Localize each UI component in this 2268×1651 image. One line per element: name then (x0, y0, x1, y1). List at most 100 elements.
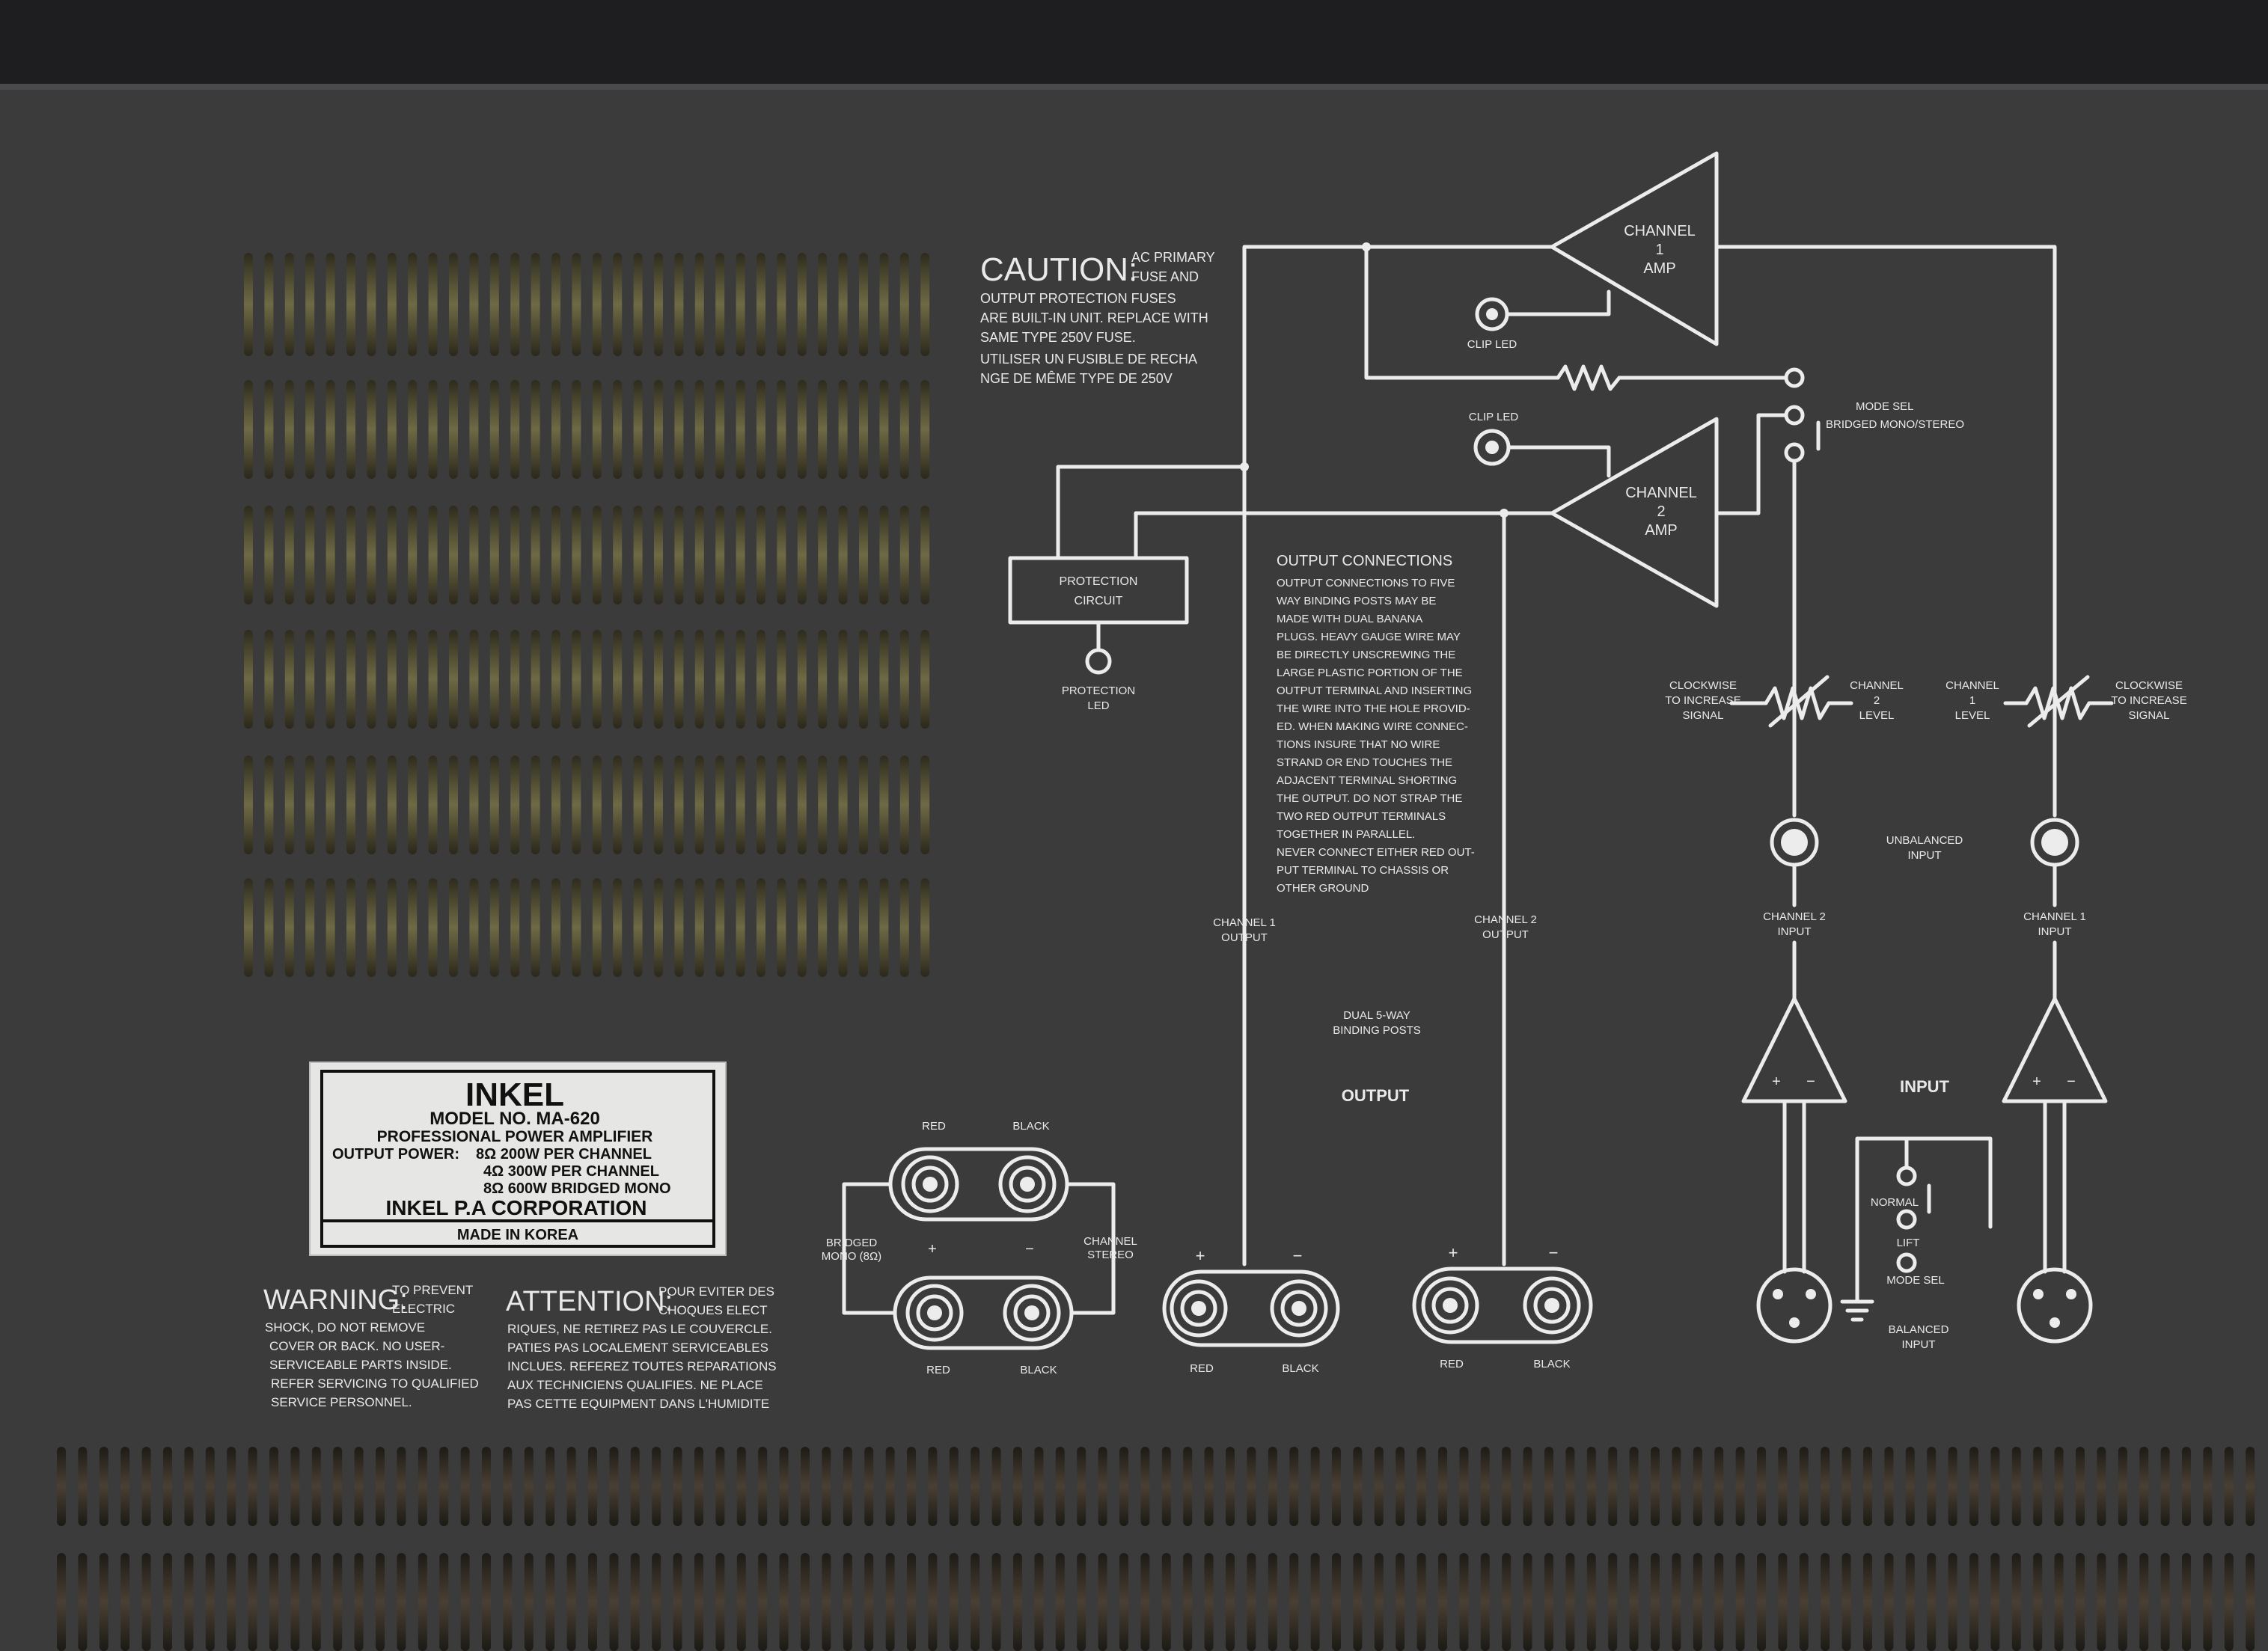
vent-slot (1672, 1447, 1681, 1526)
vent-slot (439, 1447, 449, 1526)
vent-slot (777, 253, 786, 356)
vent-slot (510, 253, 520, 356)
vent-slot (899, 756, 909, 854)
vent-slot (613, 630, 623, 729)
vent-slot (205, 1447, 215, 1526)
channel-1-amp-label-1: CHANNEL (1624, 223, 1696, 239)
vent-slot (1863, 1447, 1872, 1526)
vent-slot (264, 380, 274, 479)
vent-slot (1821, 1447, 1830, 1526)
ch1-buffer-plus: + (2032, 1073, 2041, 1090)
vent-slot (736, 1553, 746, 1651)
vent-slot (818, 756, 828, 854)
vent-slot (284, 506, 294, 604)
ground-lift-contact-1 (1896, 1209, 1917, 1230)
vent-slot (1098, 1447, 1107, 1526)
ch1-post-plus: + (1196, 1246, 1205, 1265)
vent-slot (244, 380, 253, 479)
caution-title: CAUTION: (980, 251, 1137, 288)
vent-slot (510, 756, 520, 854)
vent-slot (777, 506, 786, 604)
ch2-level-label-3: LEVEL (1859, 709, 1895, 722)
binding-post-terminal (1270, 1279, 1328, 1338)
vent-slot (264, 253, 274, 356)
output-connections-line: THE OUTPUT. DO NOT STRAP THE (1277, 792, 1462, 805)
vent-slot (1757, 1553, 1766, 1651)
protection-circuit-label-2: CIRCUIT (1075, 595, 1123, 607)
nameplate-background (309, 1062, 727, 1256)
output-connections-line: BE DIRECTLY UNSCREWING THE (1277, 649, 1455, 661)
vent-slot (346, 253, 355, 356)
vent-slot (1565, 1447, 1575, 1526)
clockwise-right-2: TO INCREASE (2111, 694, 2186, 707)
vent-slot (1544, 1447, 1553, 1526)
binding-post-terminal (1180, 1290, 1217, 1327)
attention-line-2: CHOQUES ELECT (658, 1303, 767, 1317)
vent-slot (489, 253, 499, 356)
binding-post-terminal (1523, 1276, 1581, 1335)
vent-slot (1247, 1553, 1256, 1651)
vent-slot (673, 1553, 682, 1651)
vent-slot (346, 506, 355, 604)
channel-stereo-label-1: CHANNEL (1083, 1235, 1137, 1248)
vent-slot (367, 506, 376, 604)
vent-slot (715, 1553, 725, 1651)
vent-slot (184, 1553, 194, 1651)
vent-slot (592, 253, 602, 356)
bridge-minus: − (1025, 1241, 1034, 1258)
vent-slot (1226, 1447, 1235, 1526)
vent-slot (592, 380, 602, 479)
vent-slot (879, 506, 889, 604)
vent-slot (305, 630, 315, 729)
vent-slot (449, 380, 458, 479)
vent-slot (551, 878, 560, 977)
mode-sel-label: MODE SEL (1856, 400, 1914, 413)
vent-slot (654, 878, 663, 977)
output-connections-line: ADJACENT TERMINAL SHORTING (1277, 774, 1457, 787)
binding-post-terminal (998, 1155, 1057, 1213)
vent-slot (674, 756, 684, 854)
vent-slot (797, 756, 807, 854)
vent-slot (630, 1447, 640, 1526)
caution-line-5: SAME TYPE 250V FUSE. (980, 330, 1136, 345)
vent-slot (2182, 1447, 2191, 1526)
vent-slot (387, 253, 397, 356)
caution-line-4: ARE BUILT-IN UNIT. REPLACE WITH (980, 310, 1208, 325)
vent-slot (141, 1447, 151, 1526)
ch1-post-minus: − (1293, 1246, 1303, 1265)
vent-slot (818, 630, 828, 729)
balanced-input-label-1: BALANCED (1889, 1323, 1949, 1336)
vent-slot (838, 253, 848, 356)
protection-led-label-2: LED (1087, 699, 1109, 712)
ch2-output-label-1: CHANNEL 2 (1474, 913, 1537, 926)
vent-slot (949, 1447, 959, 1526)
vent-slot (510, 506, 520, 604)
protection-wire-1 (1056, 465, 1247, 560)
vent-slot (367, 878, 376, 977)
vent-slot (715, 878, 725, 977)
vent-slot (2160, 1553, 2170, 1651)
vent-slot (408, 756, 418, 854)
vent-slot (694, 380, 704, 479)
vent-slot (1714, 1447, 1724, 1526)
vent-slot (2224, 1553, 2234, 1651)
caution-line-1: AC PRIMARY (1131, 250, 1215, 265)
vent-slot (489, 756, 499, 854)
ch2-level-arrow (1768, 675, 1830, 728)
ch1-input-line (1714, 245, 2057, 818)
ch1-output-post-pair (1162, 1269, 1340, 1347)
vent-slot (469, 878, 479, 977)
vent-slot (572, 253, 581, 356)
vent-slot (1544, 1553, 1553, 1651)
vent-slot (572, 756, 581, 854)
vent-slot (408, 253, 418, 356)
vent-slot (482, 1447, 491, 1526)
vent-slot (1098, 1553, 1107, 1651)
vent-slot (449, 506, 458, 604)
nameplate-model: MODEL NO. MA-620 (430, 1109, 600, 1129)
bridged-mono-label-2: MONO (8Ω) (822, 1250, 881, 1263)
vent-slot (864, 1553, 874, 1651)
vent-slot (715, 1447, 725, 1526)
vent-slot (864, 1447, 874, 1526)
vent-slot (859, 630, 868, 729)
